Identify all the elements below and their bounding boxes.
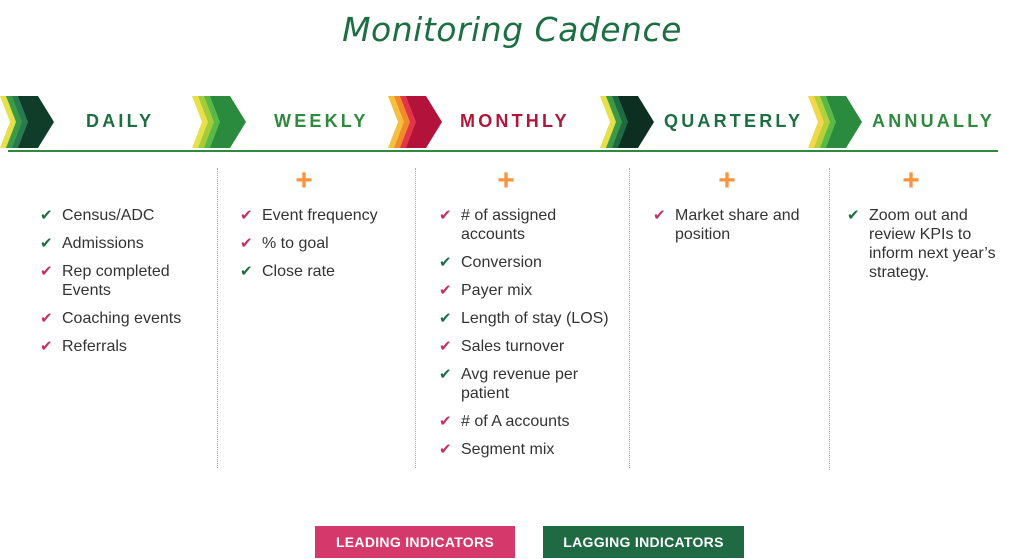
check-icon: ✔ xyxy=(439,413,452,430)
indicator-label: Conversion xyxy=(461,254,542,271)
indicator-label: Referrals xyxy=(62,338,127,355)
indicator-label: Sales turnover xyxy=(461,338,565,355)
indicator-item: ✔ # of assigned accounts xyxy=(439,206,609,244)
page-title: Monitoring Cadence xyxy=(342,10,682,49)
check-icon: ✔ xyxy=(240,207,253,224)
check-icon: ✔ xyxy=(439,366,452,383)
period-label-weekly: WEEKLY xyxy=(274,111,369,131)
indicator-label: Avg revenue per patient xyxy=(461,366,579,402)
indicator-label: Segment mix xyxy=(461,441,555,458)
check-icon: ✔ xyxy=(240,263,253,280)
indicator-item: ✔ Length of stay (LOS) xyxy=(439,309,609,328)
indicator-label: Admissions xyxy=(62,235,144,252)
period-label-daily: DAILY xyxy=(86,111,155,131)
check-icon: ✔ xyxy=(240,235,253,252)
indicator-item: ✔ Admissions xyxy=(40,234,210,253)
lagging-indicators-badge: LAGGING INDICATORS xyxy=(543,526,744,558)
indicator-label: % to goal xyxy=(262,235,329,252)
indicator-item: ✔ # of A accounts xyxy=(439,412,609,431)
indicator-item: ✔ Event frequency xyxy=(240,206,410,225)
indicator-item: ✔ Sales turnover xyxy=(439,337,609,356)
indicator-label: # of A accounts xyxy=(461,413,570,430)
annually-chevron-icon xyxy=(808,96,862,148)
indicator-label: Census/ADC xyxy=(62,207,155,224)
chevron-layer xyxy=(618,96,654,148)
timeline-rule xyxy=(8,150,998,152)
indicator-item: ✔ Census/ADC xyxy=(40,206,210,225)
weekly-chevron-icon xyxy=(192,96,246,148)
weekly-indicator-list: ✔ Event frequency ✔ % to goal ✔ Close rate xyxy=(240,206,410,290)
column-divider xyxy=(415,168,416,468)
plus-icon: + xyxy=(902,164,920,197)
indicator-item: ✔ % to goal xyxy=(240,234,410,253)
check-icon: ✔ xyxy=(40,310,53,327)
check-icon: ✔ xyxy=(439,254,452,271)
check-icon: ✔ xyxy=(847,207,860,224)
indicator-item: ✔ Rep completed Events xyxy=(40,262,210,300)
quarterly-indicator-list: ✔ Market share and position xyxy=(653,206,813,253)
indicator-item: ✔ Segment mix xyxy=(439,440,609,459)
indicator-label: Close rate xyxy=(262,263,335,280)
chevron-layer xyxy=(826,96,862,148)
indicator-label: # of assigned accounts xyxy=(461,207,557,243)
annually-indicator-list: ✔ Zoom out and review KPIs to inform next… xyxy=(847,206,1017,291)
monthly-indicator-list: ✔ # of assigned accounts ✔ Conversion ✔ Payer… xyxy=(439,206,609,468)
indicator-label: Zoom out and review KPIs to inform next … xyxy=(869,207,996,281)
chevron-layer xyxy=(18,96,54,148)
chevron-layer xyxy=(406,96,442,148)
check-icon: ✔ xyxy=(439,310,452,327)
indicator-item: ✔ Conversion xyxy=(439,253,609,272)
check-icon: ✔ xyxy=(40,338,53,355)
check-icon: ✔ xyxy=(653,207,666,224)
monthly-chevron-icon xyxy=(388,96,442,148)
daily-chevron-icon xyxy=(0,96,54,148)
indicator-item: ✔ Market share and position xyxy=(653,206,813,244)
period-label-annually: ANNUALLY xyxy=(872,111,995,131)
check-icon: ✔ xyxy=(439,207,452,224)
plus-icon: + xyxy=(718,164,736,197)
indicator-item: ✔ Payer mix xyxy=(439,281,609,300)
check-icon: ✔ xyxy=(439,282,452,299)
check-icon: ✔ xyxy=(40,235,53,252)
column-divider xyxy=(217,168,218,468)
check-icon: ✔ xyxy=(439,338,452,355)
indicator-label: Market share and position xyxy=(675,207,800,243)
quarterly-chevron-icon xyxy=(600,96,654,148)
indicator-label: Length of stay (LOS) xyxy=(461,310,609,327)
plus-icon: + xyxy=(295,164,313,197)
indicator-item: ✔ Avg revenue per patient xyxy=(439,365,609,403)
indicator-item: ✔ Referrals xyxy=(40,337,210,356)
plus-icon: + xyxy=(497,164,515,197)
indicator-label: Coaching events xyxy=(62,310,182,327)
check-icon: ✔ xyxy=(439,441,452,458)
period-label-monthly: MONTHLY xyxy=(460,111,570,131)
daily-indicator-list: ✔ Census/ADC ✔ Admissions ✔ Rep completed Eve… xyxy=(40,206,210,365)
check-icon: ✔ xyxy=(40,263,53,280)
indicator-label: Rep completed Events xyxy=(62,263,170,299)
column-divider xyxy=(629,168,630,468)
leading-indicators-badge: LEADING INDICATORS xyxy=(315,526,515,558)
indicator-label: Event frequency xyxy=(262,207,378,224)
indicator-label: Payer mix xyxy=(461,282,533,299)
column-divider xyxy=(829,168,830,470)
period-label-quarterly: QUARTERLY xyxy=(664,111,804,131)
indicator-item: ✔ Coaching events xyxy=(40,309,210,328)
indicator-item: ✔ Close rate xyxy=(240,262,410,281)
chevron-layer xyxy=(210,96,246,148)
check-icon: ✔ xyxy=(40,207,53,224)
indicator-item: ✔ Zoom out and review KPIs to inform next… xyxy=(847,206,1017,282)
